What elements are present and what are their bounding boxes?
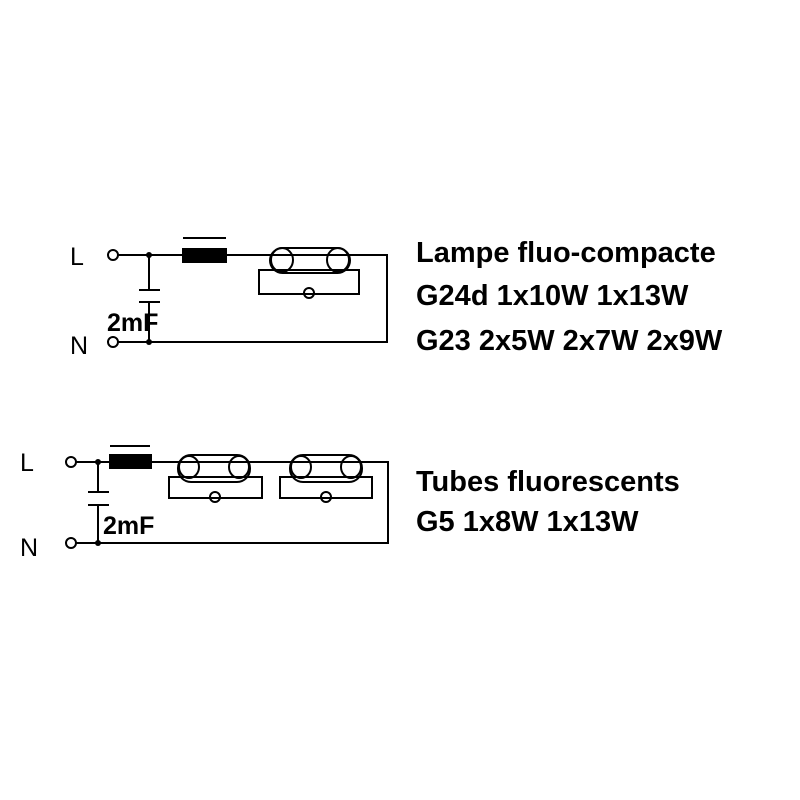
lamp-tube-1 — [168, 454, 263, 503]
starter — [320, 491, 332, 503]
capacitor-label: 2mF — [103, 512, 154, 540]
terminal-l — [107, 249, 119, 261]
terminal-n-label: N — [20, 534, 38, 562]
description-line: G24d 1x10W 1x13W — [416, 280, 689, 312]
circuit-fluorescent-tubes: L N 2mF Tubes fluorescents G5 1x8W 1x13W — [20, 445, 680, 562]
lamp-tube-2 — [279, 454, 373, 503]
capacitor-label: 2mF — [107, 309, 158, 337]
description-title: Lampe fluo-compacte — [416, 237, 716, 269]
capacitor — [139, 255, 160, 342]
wire-loop — [76, 461, 389, 544]
capacitor — [88, 462, 109, 543]
terminal-l — [65, 456, 77, 468]
terminal-n — [65, 537, 77, 549]
lamp-tube — [258, 247, 360, 299]
terminal-l-label: L — [20, 449, 34, 477]
description-line: G5 1x8W 1x13W — [416, 506, 639, 538]
wire-loop — [118, 254, 388, 343]
description-line: G23 2x5W 2x7W 2x9W — [416, 325, 723, 357]
starter — [209, 491, 221, 503]
terminal-n — [107, 336, 119, 348]
description-title: Tubes fluorescents — [416, 466, 680, 498]
circuit-compact-lamp: L N 2mF Lampe fluo-compacte G24d 1x10W 1… — [70, 237, 723, 360]
choke-ballast — [182, 248, 227, 263]
choke-ballast — [109, 454, 152, 469]
terminal-n-label: N — [70, 332, 88, 360]
terminal-l-label: L — [70, 243, 84, 271]
starter — [303, 287, 315, 299]
